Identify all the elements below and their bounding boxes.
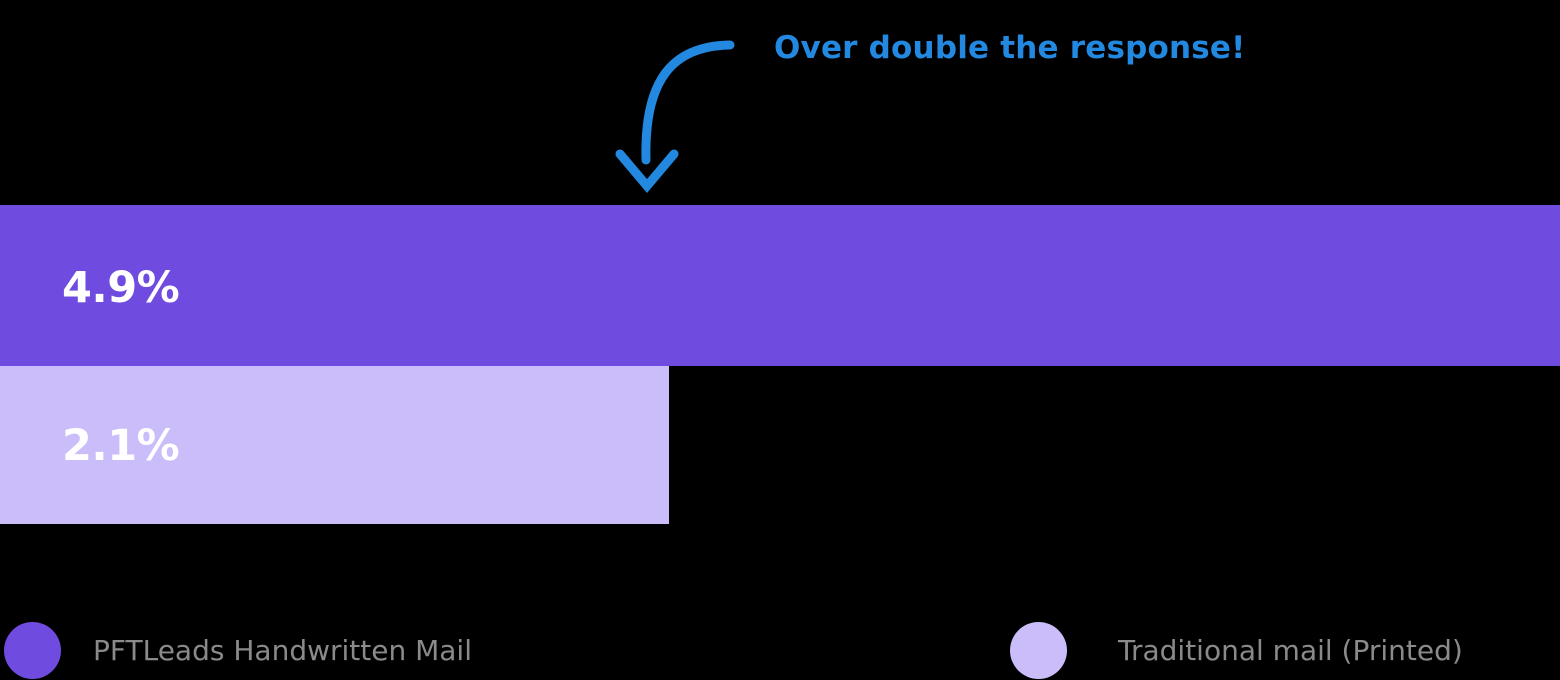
legend-item-traditional: Traditional mail (Printed) bbox=[1009, 622, 1463, 679]
bar-value-label: 2.1% bbox=[62, 421, 180, 471]
legend-item-pftleads: PFTLeads Handwritten Mail bbox=[4, 622, 472, 679]
legend-swatch-circle-icon bbox=[1009, 622, 1067, 679]
legend-item-label: Traditional mail (Printed) bbox=[1117, 634, 1463, 667]
curved-arrow-icon bbox=[615, 40, 735, 193]
annotation-label: Over double the response! bbox=[774, 30, 1246, 66]
legend-swatch-circle-icon bbox=[4, 622, 61, 679]
chart-legend: PFTLeads Handwritten Mail Traditional ma… bbox=[0, 621, 1463, 680]
legend-item-label: PFTLeads Handwritten Mail bbox=[93, 634, 472, 667]
bar-group: 4.9% 2.1% bbox=[0, 205, 1560, 524]
bar-secondary: 2.1% bbox=[0, 366, 669, 524]
bar-row: 4.9% bbox=[0, 205, 1560, 366]
bar-primary: 4.9% bbox=[0, 205, 1560, 366]
annotation-layer: Over double the response! bbox=[0, 0, 1560, 210]
bar-value-label: 4.9% bbox=[62, 263, 180, 313]
bar-row: 2.1% bbox=[0, 366, 1560, 524]
